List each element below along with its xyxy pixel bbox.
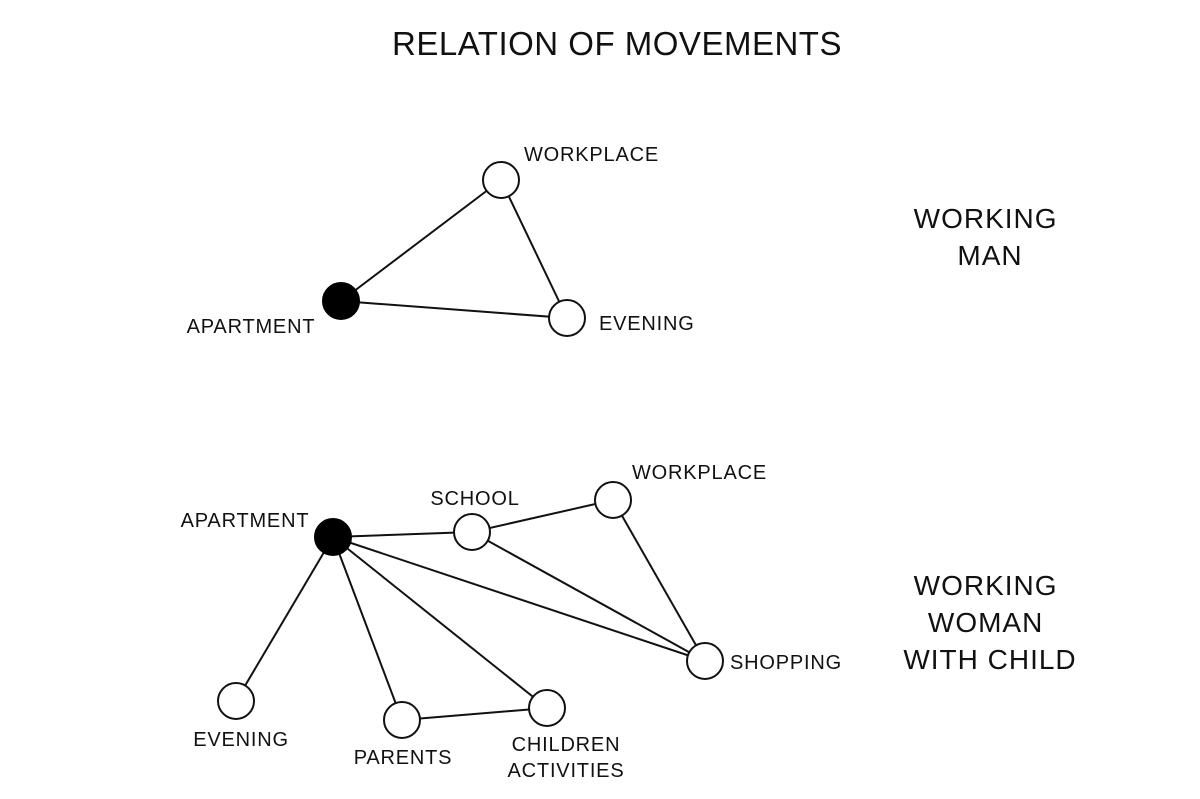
working-woman-edge-apartment-evening bbox=[235, 536, 334, 702]
working-man-label-workplace: WORKPLACE bbox=[524, 144, 659, 166]
working-woman-label-line-1: WORKING bbox=[914, 570, 1058, 601]
working-woman-label: WORKING WOMAN WITH CHILD bbox=[903, 570, 1076, 675]
working-woman-label-apartment-line-1: APARTMENT bbox=[181, 510, 310, 532]
working-woman-edge-school-shopping bbox=[471, 531, 706, 662]
working-woman-label-evening: EVENING bbox=[193, 729, 289, 751]
diagram-title: RELATION OF MOVEMENTS bbox=[392, 25, 842, 62]
working-woman-label-evening-line-1: EVENING bbox=[193, 729, 289, 751]
working-woman-label-children: CHILDREN ACTIVITIES bbox=[508, 734, 625, 782]
working-woman-label-shopping-line-1: SHOPPING bbox=[730, 652, 842, 674]
working-woman-edge-workplace-shopping bbox=[612, 499, 706, 662]
working-man-label-line-1: WORKING bbox=[914, 203, 1058, 234]
working-woman-node-parents bbox=[383, 701, 421, 739]
working-woman-label-school-line-1: SCHOOL bbox=[430, 488, 519, 510]
working-woman-edge-apartment-parents bbox=[332, 536, 403, 721]
working-woman-edge-apartment-shopping bbox=[332, 536, 706, 662]
working-woman-label-shopping: SHOPPING bbox=[730, 652, 842, 674]
working-man-edge-apartment-workplace bbox=[340, 179, 502, 302]
working-man-node-apartment bbox=[322, 282, 360, 320]
working-man-label-apartment: APARTMENT bbox=[187, 316, 316, 338]
working-woman-label-workplace-line-1: WORKPLACE bbox=[632, 462, 767, 484]
working-woman-node-evening bbox=[217, 682, 255, 720]
working-woman-label-apartment: APARTMENT bbox=[181, 510, 310, 532]
working-man-label-workplace-line-1: WORKPLACE bbox=[524, 144, 659, 166]
working-woman-edge-apartment-children bbox=[332, 536, 548, 709]
working-woman-label-line-2: WOMAN bbox=[928, 607, 1043, 638]
working-woman-node-workplace bbox=[594, 481, 632, 519]
working-woman-node-apartment bbox=[314, 518, 352, 556]
working-woman-label-workplace: WORKPLACE bbox=[632, 462, 767, 484]
working-man-diagram: APARTMENT WORKPLACE EVENING WORKING MAN bbox=[187, 144, 1067, 338]
working-woman-label-parents-line-1: PARENTS bbox=[354, 747, 453, 769]
working-man-label-apartment-line-1: APARTMENT bbox=[187, 316, 316, 338]
working-man-label: WORKING MAN bbox=[914, 203, 1067, 271]
working-man-node-workplace bbox=[482, 161, 520, 199]
working-man-label-line-2: MAN bbox=[957, 240, 1022, 271]
working-woman-label-children-line-1: CHILDREN bbox=[512, 734, 621, 756]
working-man-edge-workplace-evening bbox=[500, 179, 568, 319]
working-man-node-evening bbox=[548, 299, 586, 337]
working-man-label-evening: EVENING bbox=[599, 313, 695, 335]
working-woman-edge-apartment-school bbox=[332, 531, 473, 538]
working-woman-node-shopping bbox=[686, 642, 724, 680]
working-woman-edge-parents-children bbox=[401, 707, 548, 721]
working-woman-node-school bbox=[453, 513, 491, 551]
working-woman-label-line-3: WITH CHILD bbox=[903, 644, 1076, 675]
working-woman-edge-school-workplace bbox=[471, 499, 614, 533]
working-woman-label-school: SCHOOL bbox=[430, 488, 519, 510]
working-woman-diagram: APARTMENT SCHOOL WORKPLACE SHOPPING EVENING P… bbox=[181, 462, 1076, 782]
working-woman-node-children bbox=[528, 689, 566, 727]
working-woman-label-parents: PARENTS bbox=[354, 747, 453, 769]
working-woman-label-children-line-2: ACTIVITIES bbox=[508, 760, 625, 782]
working-man-label-evening-line-1: EVENING bbox=[599, 313, 695, 335]
working-man-edge-evening-apartment bbox=[340, 300, 568, 319]
